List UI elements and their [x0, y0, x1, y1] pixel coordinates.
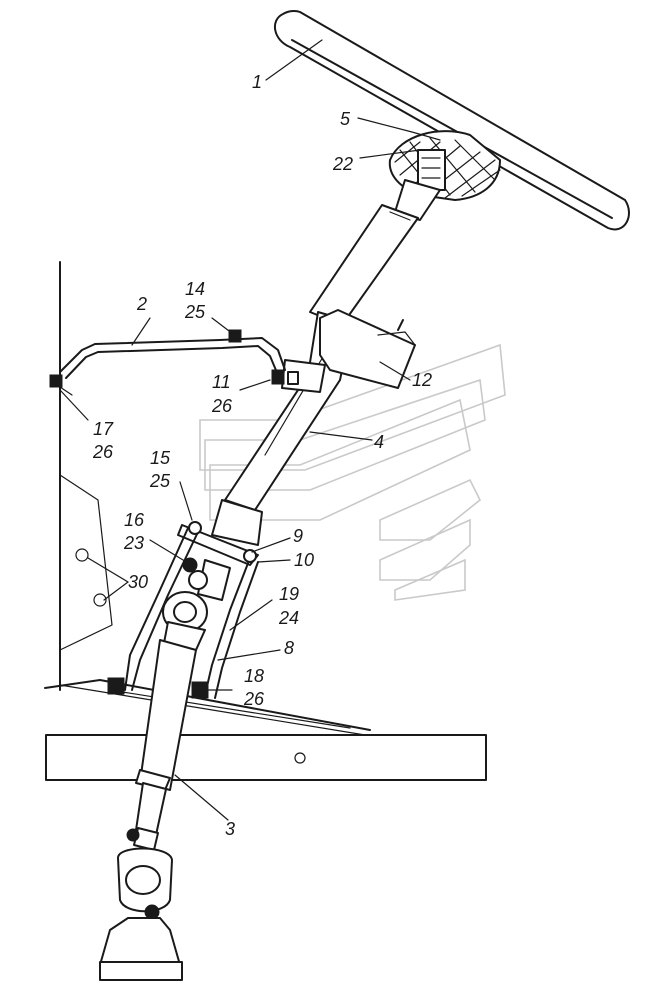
label-10: 10	[294, 550, 314, 570]
label-3: 3	[225, 819, 235, 839]
label-2: 2	[136, 294, 147, 314]
intermediate-shaft	[133, 639, 197, 851]
lower-u-joint	[117, 828, 173, 920]
label-12: 12	[412, 370, 432, 390]
frame-member	[45, 734, 487, 781]
label-9: 9	[293, 526, 303, 546]
label-25-mid: 25	[149, 471, 171, 491]
label-14: 14	[185, 279, 205, 299]
label-18: 18	[244, 666, 264, 686]
label-1: 1	[252, 72, 262, 92]
upper-column	[309, 179, 441, 326]
cab-wall	[59, 261, 113, 691]
upper-u-joint	[162, 559, 231, 651]
label-23: 23	[123, 533, 144, 553]
label-15: 15	[150, 448, 171, 468]
label-17: 17	[93, 419, 114, 439]
label-22: 22	[332, 154, 353, 174]
label-30: 30	[128, 572, 148, 592]
label-16: 16	[124, 510, 145, 530]
label-5: 5	[340, 109, 351, 129]
label-26-mid: 26	[211, 396, 233, 416]
label-11: 11	[212, 372, 231, 392]
frame-hole	[294, 752, 306, 764]
label-8: 8	[284, 638, 294, 658]
label-24: 24	[278, 608, 299, 628]
leader-lines	[59, 39, 441, 821]
label-25-top: 25	[184, 302, 206, 322]
part-labels: 1 5 22 2 14 25 11 26 12 4 17 26 15 25 16…	[92, 72, 432, 839]
column-bracket	[271, 309, 416, 393]
support-rod	[49, 329, 286, 396]
label-19: 19	[279, 584, 299, 604]
label-26-left: 26	[92, 442, 114, 462]
label-4: 4	[374, 432, 384, 452]
steering-wheel	[274, 9, 630, 231]
label-26-low: 26	[243, 689, 265, 709]
steering-gear	[99, 917, 183, 981]
